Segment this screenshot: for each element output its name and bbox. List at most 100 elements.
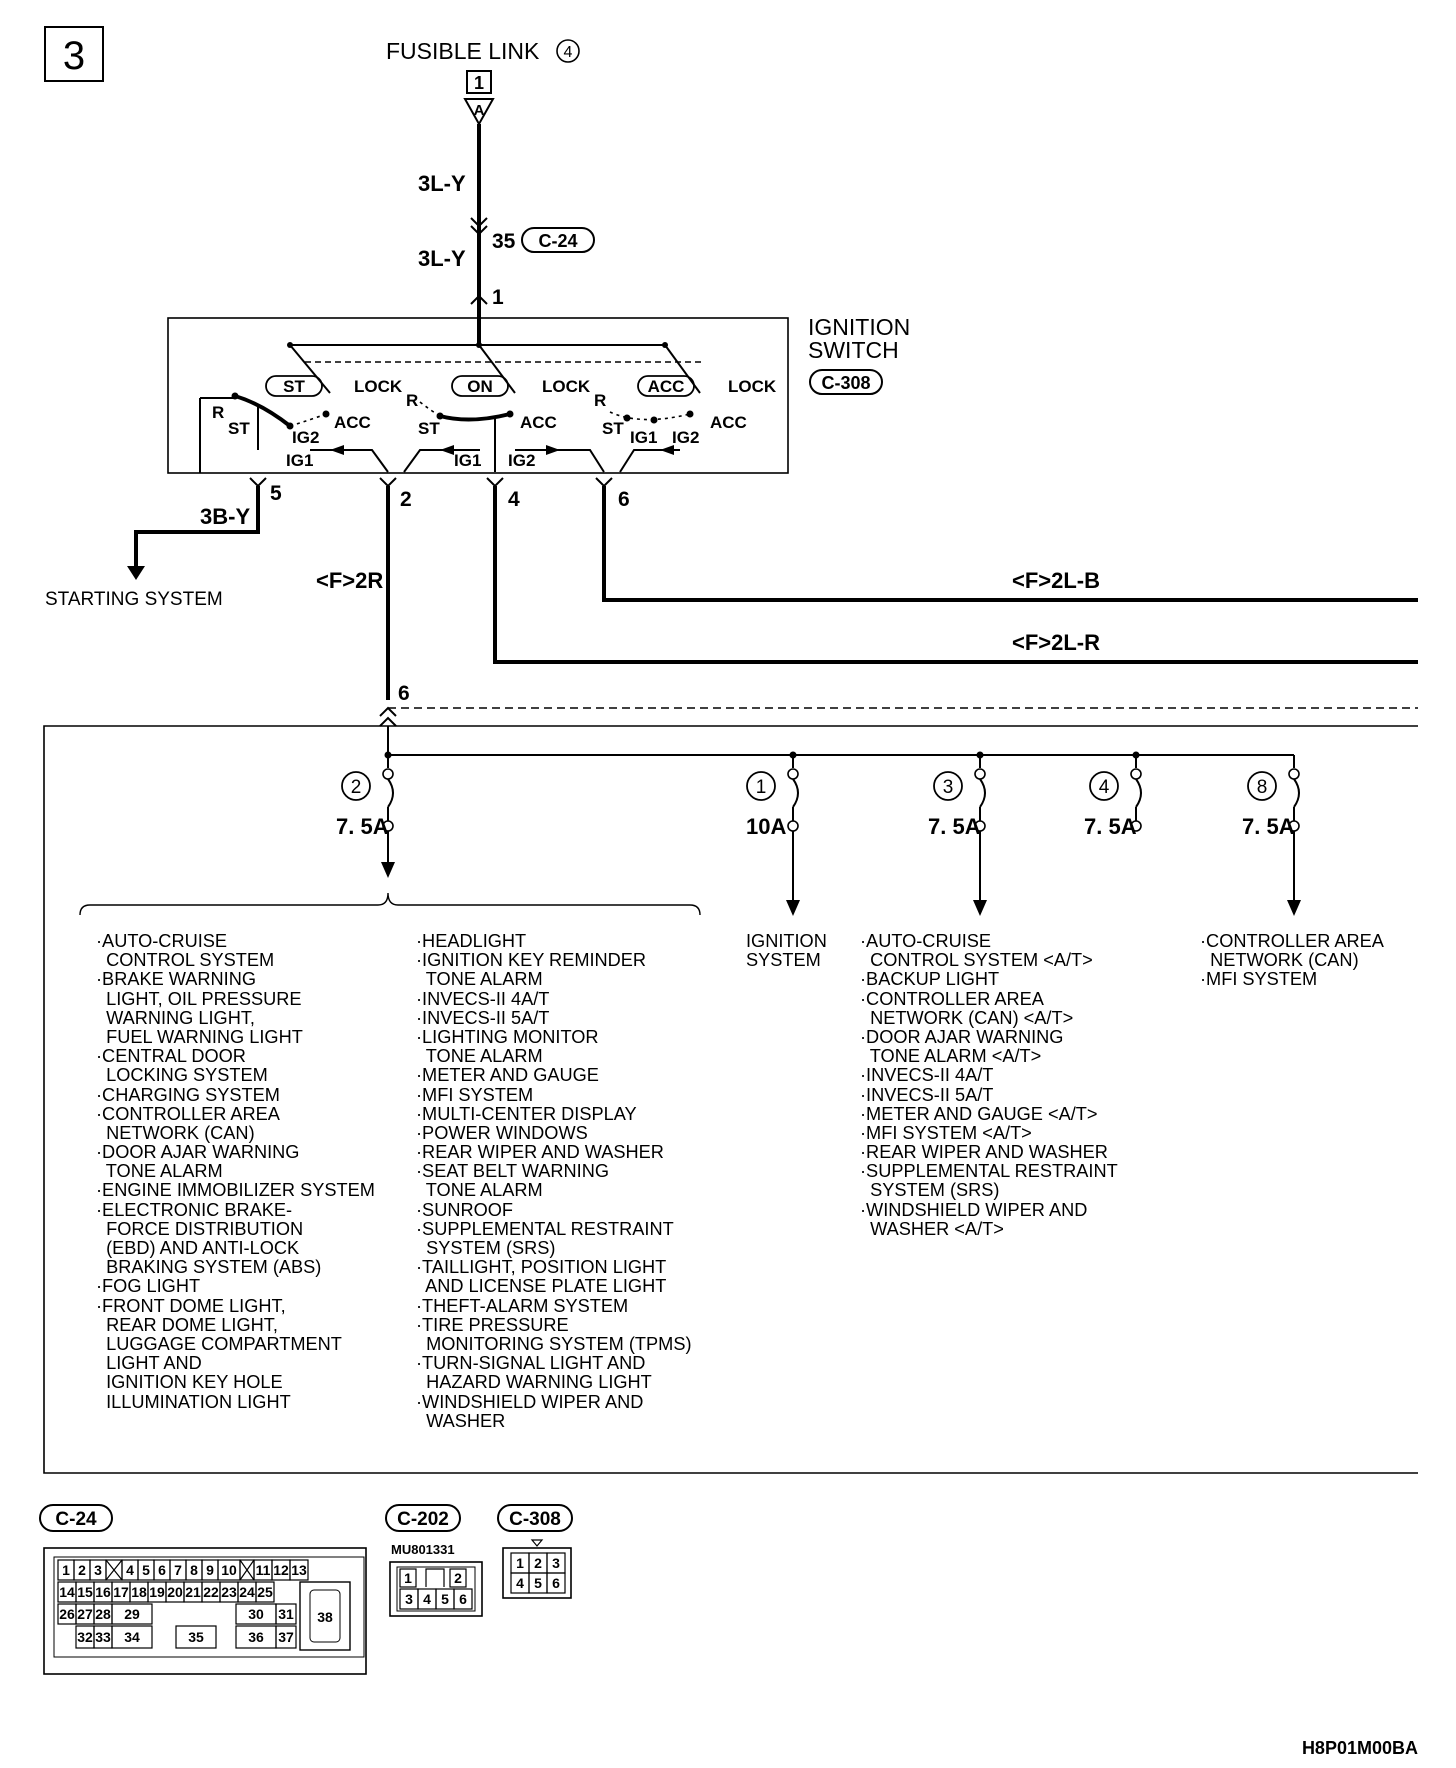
load-item: (EBD) AND ANTI-LOCK bbox=[96, 1238, 300, 1258]
load-item: FORCE DISTRIBUTION bbox=[96, 1218, 304, 1239]
load-item: ·ENGINE IMMOBILIZER SYSTEM bbox=[96, 1180, 375, 1201]
load-item: LIGHT, OIL PRESSURE bbox=[96, 988, 302, 1009]
fuse-3: 3 7. 5A bbox=[928, 755, 987, 916]
connector-cell bbox=[453, 1588, 473, 1610]
svg-text:IG1: IG1 bbox=[454, 451, 481, 470]
load-item: SYSTEM bbox=[746, 950, 821, 971]
connector-pin-number: 1 bbox=[404, 1570, 412, 1586]
load-item: ·INVECS-II 4A/T bbox=[416, 988, 550, 1009]
pin-junction: 6 bbox=[398, 682, 410, 705]
svg-text:R: R bbox=[594, 391, 606, 410]
load-item: ·POWER WINDOWS bbox=[416, 1122, 588, 1143]
pin-switch-input: 1 bbox=[492, 286, 504, 309]
connector-pin-number: 25 bbox=[257, 1584, 273, 1600]
connector-pin-number: 31 bbox=[278, 1606, 294, 1622]
pos-acc-pill bbox=[637, 375, 695, 397]
load-item: ·REAR WIPER AND WASHER bbox=[860, 1142, 1108, 1163]
fuse-4: 4 7. 5A bbox=[1084, 755, 1142, 839]
load-item: ·BRAKE WARNING bbox=[96, 969, 256, 990]
c308-ref: C-308 bbox=[821, 373, 870, 393]
load-item: ·ELECTRONIC BRAKE- bbox=[96, 1199, 293, 1220]
svg-text:7. 5A: 7. 5A bbox=[1084, 814, 1137, 839]
svg-text:C-308: C-308 bbox=[509, 1509, 561, 1530]
svg-text:ACC: ACC bbox=[710, 413, 747, 432]
load-item: ·MFI SYSTEM bbox=[1200, 969, 1318, 990]
load-item: BRAKING SYSTEM (ABS) bbox=[96, 1257, 322, 1278]
acc-wire bbox=[602, 486, 1418, 602]
pin-ig1-output: 2 bbox=[400, 488, 412, 511]
load-item: ·CHARGING SYSTEM bbox=[96, 1084, 280, 1105]
load-item: ·CONTROLLER AREA bbox=[1200, 931, 1384, 951]
ignition-switch-title1: IGNITION bbox=[808, 314, 910, 340]
load-item: ·WINDSHIELD WIPER AND bbox=[860, 1199, 1088, 1220]
connector-pin-number: 15 bbox=[77, 1584, 93, 1600]
connector-cell bbox=[449, 1568, 467, 1588]
connector-cell bbox=[289, 1559, 309, 1581]
c24-ref: C-24 bbox=[538, 231, 577, 251]
svg-text:MU801331: MU801331 bbox=[391, 1542, 455, 1557]
load-item: TONE ALARM bbox=[416, 1180, 543, 1201]
connector-pin-number: 34 bbox=[124, 1629, 140, 1645]
connector-pin-number: 6 bbox=[459, 1591, 467, 1607]
load-item: ·MFI SYSTEM bbox=[416, 1084, 534, 1105]
switch-input-symbol bbox=[470, 294, 488, 305]
fuse2-bracket bbox=[79, 892, 701, 916]
connector-pin-number: 2 bbox=[78, 1562, 86, 1578]
connector-pin-number: 6 bbox=[552, 1575, 560, 1591]
connector-pin-number: 20 bbox=[167, 1584, 183, 1600]
load-item: ·METER AND GAUGE bbox=[416, 1065, 599, 1086]
connector-pin-number: 1 bbox=[62, 1562, 70, 1578]
pos-on-pill bbox=[451, 375, 509, 397]
load-item: ·LIGHTING MONITOR bbox=[416, 1026, 599, 1047]
connector-pin-number: 11 bbox=[256, 1562, 271, 1578]
load-item: ·HEADLIGHT bbox=[416, 931, 527, 951]
fuse2-loads-col1: ·AUTO-CRUISE CONTROL SYSTEM·BRAKE WARNIN… bbox=[96, 931, 375, 1412]
connector-pin-number: 10 bbox=[221, 1562, 237, 1578]
load-item: NETWORK (CAN) bbox=[1200, 950, 1359, 971]
connector-pin-number: 4 bbox=[423, 1591, 431, 1607]
connector-pin-number: 4 bbox=[516, 1575, 524, 1591]
connector-pin-number: 14 bbox=[59, 1584, 75, 1600]
connector-cell bbox=[546, 1572, 566, 1594]
load-item: LUGGAGE COMPARTMENT bbox=[96, 1333, 342, 1354]
connector-pin-number: 19 bbox=[149, 1584, 165, 1600]
svg-text:ST: ST bbox=[228, 419, 250, 438]
connector-pin-number: 38 bbox=[317, 1609, 333, 1625]
pin-ig2-output: 4 bbox=[508, 488, 520, 511]
load-item: ·BACKUP LIGHT bbox=[860, 969, 1000, 990]
connector-pin-number: 26 bbox=[59, 1606, 75, 1622]
load-item: ·AUTO-CRUISE bbox=[96, 931, 228, 951]
connector-pin-number: 3 bbox=[552, 1555, 560, 1571]
svg-text:ST: ST bbox=[283, 377, 305, 396]
load-item: ·TAILLIGHT, POSITION LIGHT bbox=[416, 1257, 667, 1278]
load-item: ·SUNROOF bbox=[416, 1199, 513, 1220]
load-item: CONTROL SYSTEM bbox=[96, 950, 275, 971]
connector-pin-number: 21 bbox=[185, 1584, 201, 1600]
load-item: ·TURN-SIGNAL LIGHT AND bbox=[416, 1353, 646, 1374]
load-item: IGNITION bbox=[746, 931, 827, 951]
connector-pin-number: 17 bbox=[113, 1584, 129, 1600]
load-item: ·SUPPLEMENTAL RESTRAINT bbox=[416, 1218, 674, 1239]
svg-text:LOCK: LOCK bbox=[354, 377, 403, 396]
connector-pin-number: 4 bbox=[126, 1562, 134, 1578]
svg-text:7. 5A: 7. 5A bbox=[336, 814, 389, 839]
svg-text:ACC: ACC bbox=[334, 413, 371, 432]
svg-text:7. 5A: 7. 5A bbox=[1242, 814, 1295, 839]
fuse2-loads-col2: ·HEADLIGHT·IGNITION KEY REMINDER TONE AL… bbox=[416, 931, 692, 1431]
load-item: NETWORK (CAN) <A/T> bbox=[860, 1007, 1074, 1028]
svg-text:ST: ST bbox=[418, 419, 440, 438]
connector-pin-number: 7 bbox=[174, 1562, 182, 1578]
connector-pin-number: 6 bbox=[158, 1562, 166, 1578]
connector-pin-number: 2 bbox=[534, 1555, 542, 1571]
load-item: SYSTEM (SRS) bbox=[416, 1238, 556, 1258]
wire-label-c24: 3L-Y bbox=[418, 246, 466, 271]
connector-pin-number: 33 bbox=[95, 1629, 111, 1645]
ignition-switch-box bbox=[167, 317, 789, 474]
connector-cell bbox=[255, 1581, 275, 1603]
svg-text:ST: ST bbox=[602, 419, 624, 438]
connector-pin-number: 24 bbox=[239, 1584, 255, 1600]
connector-cell bbox=[111, 1603, 153, 1625]
connector-pin-number: 36 bbox=[248, 1629, 264, 1645]
load-item: MONITORING SYSTEM (TPMS) bbox=[416, 1333, 692, 1354]
